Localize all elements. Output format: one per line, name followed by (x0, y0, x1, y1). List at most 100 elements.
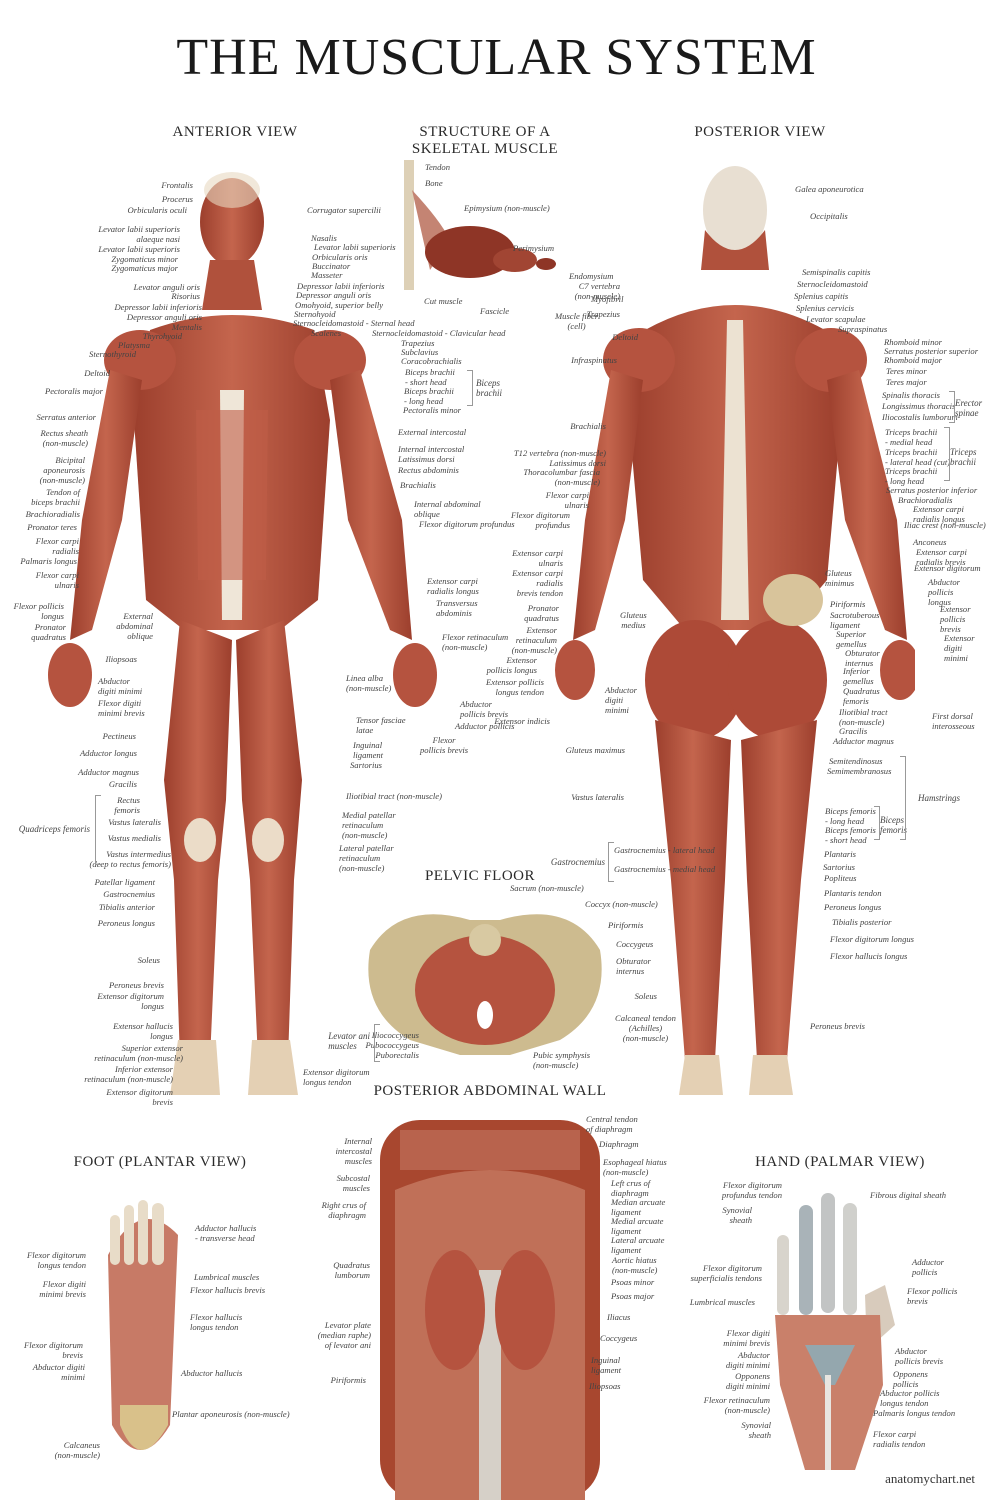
poster-title: THE MUSCULAR SYSTEM (176, 29, 817, 86)
label: Splenius capitis (794, 291, 849, 301)
foot-title: FOOT (PLANTAR VIEW) (73, 1154, 247, 1170)
label: Rectus femoris (114, 795, 140, 815)
label: Iliotibial tract (non-muscle) (346, 791, 442, 801)
biceps-femoris-group-label: Biceps femoris (880, 815, 907, 835)
label: Peroneus brevis (109, 980, 164, 990)
label: Superior gemellus (836, 629, 867, 649)
label: Medial arcuate ligament (611, 1216, 664, 1236)
label: Lateral patellar retinaculum (non-muscle… (339, 843, 394, 873)
label: Quadratus lumborum (333, 1260, 370, 1280)
label: Peroneus longus (824, 902, 882, 912)
label: Internal abdominal oblique (414, 499, 481, 519)
label: Corrugator supercilii (307, 205, 381, 215)
label: Gluteus minimus (825, 568, 855, 588)
label: Extensor pollicis brevis (940, 604, 971, 634)
anterior-body-figure (48, 172, 437, 1095)
label: Transversus abdominis (436, 598, 478, 618)
label: Serratus posterior superior (884, 346, 979, 356)
label: Puborectalis (375, 1050, 419, 1060)
label: Procerus (161, 194, 193, 204)
label: Thoracolumbar fascia (non-muscle) (523, 467, 600, 487)
label: Iliopsoas (589, 1381, 621, 1391)
label: Peroneus brevis (810, 1021, 865, 1031)
label: Inferior gemellus (843, 666, 874, 686)
label: Semimembranosus (827, 766, 892, 776)
label: Superior extensor retinaculum (non-muscl… (94, 1043, 183, 1063)
label: Palmaris longus (20, 556, 77, 566)
label: Pronator quadratus (524, 603, 559, 623)
label: Quadratus femoris (843, 686, 880, 706)
biceps-brachii-group-label: Biceps brachii (476, 378, 502, 398)
label: Pectoralis major (44, 386, 103, 396)
label: Adductor pollicis (455, 721, 515, 731)
label: Adductor magnus (78, 767, 139, 777)
label: Sacrotuberous ligament (830, 610, 880, 630)
label: Plantaris (824, 849, 856, 859)
hand-title: HAND (PALMAR VIEW) (755, 1154, 925, 1170)
label: Platysma (118, 340, 150, 350)
label: Synovial sheath (722, 1205, 752, 1225)
label: Plantaris tendon (824, 888, 882, 898)
label: Triceps brachii - medial head (885, 427, 938, 447)
label: Tibialis anterior (98, 902, 155, 912)
label: Flexor digitorum superficialis tendons (690, 1263, 762, 1283)
label: Nasalis (311, 233, 337, 243)
label: Levator labii superioris (98, 244, 180, 254)
label: Depressor anguli oris (126, 312, 202, 322)
quadriceps-bracket (95, 795, 101, 865)
label: Pronator quadratus (31, 622, 66, 642)
label: Internal intercostal muscles (335, 1136, 372, 1166)
label: Rectus sheath (non-muscle) (40, 428, 89, 448)
label: Gluteus medius (620, 610, 647, 630)
label: Bicipital aponeurosis (non-muscle) (39, 455, 85, 485)
label: Lumbrical muscles (689, 1297, 755, 1307)
foot-figure (108, 1200, 178, 1450)
label: Deltoid (612, 332, 638, 342)
label: Calcaneus (non-muscle) (54, 1440, 100, 1460)
label: Abductor hallucis (181, 1368, 243, 1378)
label: Flexor digitorum brevis (24, 1340, 83, 1360)
label: Tendon (425, 162, 450, 172)
site-credit: anatomychart.net (885, 1471, 975, 1486)
label: Obturator internus (845, 648, 880, 668)
label: Serratus anterior (36, 412, 96, 422)
label: Trapezius (586, 309, 620, 319)
label: Abductor pollicis longus tendon (880, 1388, 940, 1408)
label: Synovial sheath (741, 1420, 771, 1440)
label: Mentalis (171, 322, 202, 332)
label: Sacrum (non-muscle) (510, 883, 584, 893)
label: Flexor carpi ulnaris (35, 570, 79, 590)
label: Longissimus thoracis (882, 401, 956, 411)
label: Tibialis posterior (832, 917, 892, 927)
label: Biceps femoris - short head (825, 825, 876, 845)
label: Palmaris longus tendon (873, 1408, 956, 1418)
label: Peroneus longus (97, 918, 155, 928)
label: Flexor digiti minimi brevis (723, 1328, 770, 1348)
label: Abductor pollicis brevis (460, 699, 509, 719)
label: Abductor pollicis brevis (895, 1346, 944, 1366)
label: Levator labii superioris (314, 242, 396, 252)
label: Flexor pollicis longus (13, 601, 64, 621)
label: Iliacus (607, 1312, 631, 1322)
label: Extensor retinaculum (non-muscle) (511, 625, 557, 655)
label: Extensor digitorum longus tendon (303, 1067, 370, 1087)
label: Muscle fiber (cell) (555, 311, 599, 331)
label: Sternocleidomastoid - Sternal head (293, 318, 415, 328)
label: Flexor digitorum profundus (511, 510, 570, 530)
label: Vastus lateralis (571, 792, 624, 802)
label: Scalenes (311, 328, 342, 338)
label: Flexor digiti minimi brevis (98, 698, 145, 718)
label: Opponens digiti minimi (725, 1371, 770, 1391)
label: Flexor hallucis brevis (190, 1285, 266, 1295)
label: Flexor retinaculum (non-muscle) (703, 1395, 770, 1415)
label: Adductor hallucis - transverse head (195, 1223, 257, 1243)
label: Medial patellar retinaculum (non-muscle) (342, 810, 396, 840)
abdominal-wall-title: POSTERIOR ABDOMINAL WALL (373, 1083, 607, 1099)
label: Extensor hallucis longus (113, 1021, 173, 1041)
label: Linea alba (non-muscle) (346, 673, 392, 693)
triceps-bracket (944, 427, 950, 481)
label: Plantar aponeurosis (non-muscle) (172, 1409, 290, 1419)
label: Spinalis thoracis (882, 390, 941, 400)
abdominal-wall-figure (380, 1120, 600, 1500)
pelvic-floor-figure (368, 914, 602, 1055)
